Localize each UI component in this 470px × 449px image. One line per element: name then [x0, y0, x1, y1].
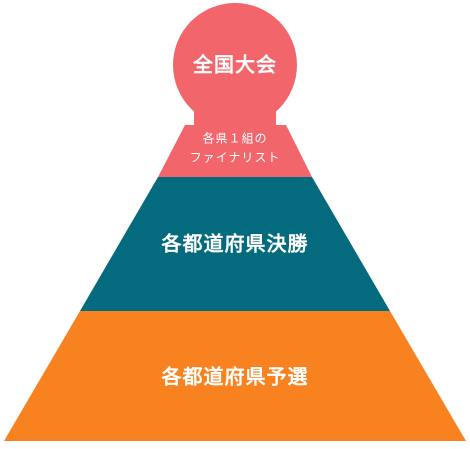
tier-top — [158, 3, 312, 177]
tier-middle — [80, 177, 390, 311]
tier-bottom — [4, 311, 466, 441]
top-title: 全国大会 — [192, 53, 277, 77]
tier-top-trapezoid — [158, 125, 312, 177]
tier-top-circle — [173, 3, 297, 127]
top-subtitle-line2: ファイナリスト — [190, 151, 281, 165]
middle-label: 各都道府県決勝 — [161, 232, 309, 256]
tier-top-neck — [194, 100, 276, 130]
bottom-label: 各都道府県予選 — [161, 365, 309, 389]
top-subtitle-line1: 各県１組の — [202, 131, 267, 146]
